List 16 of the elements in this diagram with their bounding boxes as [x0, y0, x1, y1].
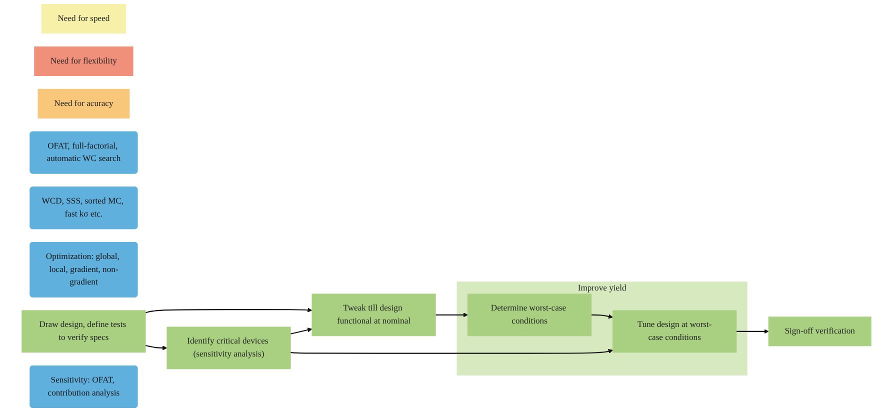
node-box: Tweak till design functional at nominal [312, 294, 436, 336]
node-box: Draw design, define tests to verify specs [22, 310, 146, 353]
arrow [736, 329, 769, 334]
node-box: Sign-off verification [768, 316, 872, 346]
arrow [290, 328, 312, 334]
arrow [145, 308, 312, 314]
arrow [591, 314, 614, 319]
arrow [436, 312, 468, 318]
node-box: Need for flexibility [34, 46, 134, 76]
node-box: Need for acuracy [38, 88, 130, 118]
arrow [145, 344, 168, 350]
arrow [290, 349, 614, 354]
node-box: Determine worst-case conditions [468, 294, 592, 336]
node-box: Need for speed [41, 4, 126, 34]
node-box: Tune design at worst-case conditions [612, 310, 737, 353]
node-box: Identify critical devices (sensitivity analysis) [166, 326, 291, 370]
